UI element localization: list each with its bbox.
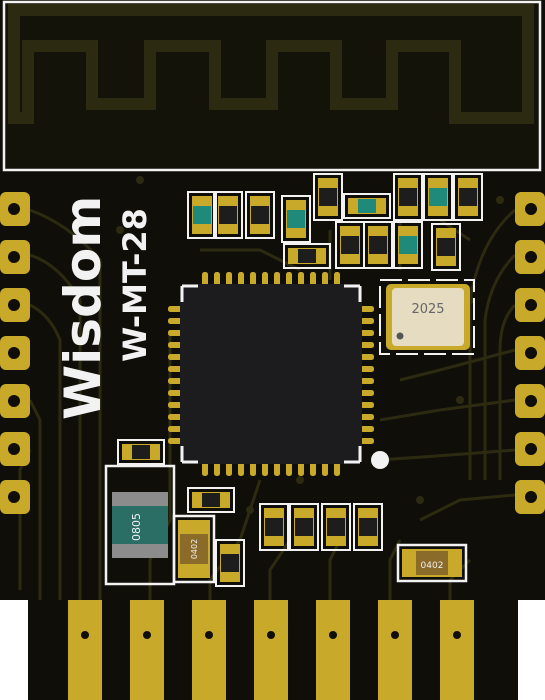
chip-pin — [360, 342, 374, 348]
smd-component — [215, 539, 245, 587]
chip-pin — [360, 390, 374, 396]
smd-component — [281, 195, 311, 243]
brand-logo: Wisdom — [54, 196, 112, 420]
chip-pin — [274, 462, 280, 476]
smd-component — [313, 173, 343, 221]
smd-component — [353, 503, 383, 551]
chip-pin — [322, 462, 328, 476]
right-pads — [515, 192, 545, 514]
chip-pin — [168, 378, 182, 384]
chip-pin — [360, 426, 374, 432]
chip-pin — [202, 272, 208, 286]
chip-pin — [250, 272, 256, 286]
chip-pin — [360, 330, 374, 336]
chip-pin — [286, 272, 292, 286]
capacitor-0402-right: 0402 — [396, 543, 468, 583]
smd-component — [393, 221, 423, 269]
chip-pin — [322, 272, 328, 286]
chip-pin — [168, 342, 182, 348]
edge-fingers — [68, 600, 474, 700]
chip-pin — [168, 390, 182, 396]
chip-pin — [298, 272, 304, 286]
model-text: W-MT-28 — [116, 208, 154, 362]
chip-pin — [238, 462, 244, 476]
chip-pin — [360, 354, 374, 360]
chip-pin — [334, 462, 340, 476]
smd-component — [245, 191, 275, 239]
crystal-oscillator: 2025 — [379, 279, 475, 355]
smd-component — [259, 503, 289, 551]
antenna-trace — [8, 4, 534, 124]
smd-component — [213, 191, 243, 239]
crystal-marking: 2025 — [411, 302, 444, 317]
pin1-marker — [371, 451, 389, 469]
inductor-marking: 0805 — [130, 513, 143, 541]
smd-component — [187, 191, 217, 239]
chip-pin — [310, 462, 316, 476]
chip-pin — [360, 366, 374, 372]
chip-pin — [168, 354, 182, 360]
mcu-chip — [168, 272, 389, 476]
chip-pin — [168, 318, 182, 324]
chip-pin — [286, 462, 292, 476]
chip-pin — [360, 402, 374, 408]
smd-component — [117, 439, 165, 465]
chip-pin — [202, 462, 208, 476]
smd-component — [363, 221, 393, 269]
chip-pin — [238, 272, 244, 286]
smd-component — [393, 173, 423, 221]
brand-text: Wisdom — [54, 196, 112, 420]
chip-pin — [262, 462, 268, 476]
smd-component — [289, 503, 319, 551]
capacitor-0402-left: 0402 — [172, 514, 216, 584]
smd-component — [335, 221, 365, 269]
chip-pin — [168, 438, 182, 444]
chip-pin — [168, 366, 182, 372]
chip-pin — [214, 272, 220, 286]
smd-component — [343, 193, 391, 219]
chip-pin — [360, 414, 374, 420]
chip-pin — [168, 306, 182, 312]
smd-component — [453, 173, 483, 221]
model-label: W-MT-28 — [116, 208, 154, 362]
cap-marking-left: 0402 — [190, 539, 199, 559]
smd-component — [283, 243, 331, 269]
chip-pin — [168, 426, 182, 432]
chip-pin — [360, 438, 374, 444]
chip-pin — [250, 462, 256, 476]
chip-pin — [214, 462, 220, 476]
chip-pin — [226, 272, 232, 286]
left-pads — [0, 192, 30, 514]
passive-components — [117, 173, 483, 587]
antenna-area — [2, 0, 542, 172]
smd-component — [187, 487, 235, 513]
chip-pin — [226, 462, 232, 476]
chip-pin — [360, 306, 374, 312]
chip-pin — [360, 378, 374, 384]
chip-pin — [274, 272, 280, 286]
chip-pin — [168, 414, 182, 420]
cap-marking-right: 0402 — [421, 561, 444, 571]
chip-pin — [168, 402, 182, 408]
chip-pin — [168, 330, 182, 336]
chip-pin — [298, 462, 304, 476]
smd-component — [321, 503, 351, 551]
chip-pin — [310, 272, 316, 286]
smd-component — [423, 173, 453, 221]
chip-pin — [360, 318, 374, 324]
chip-pin — [334, 272, 340, 286]
chip-pin — [262, 272, 268, 286]
inductor: 0805 — [104, 464, 176, 586]
smd-component — [431, 223, 461, 271]
